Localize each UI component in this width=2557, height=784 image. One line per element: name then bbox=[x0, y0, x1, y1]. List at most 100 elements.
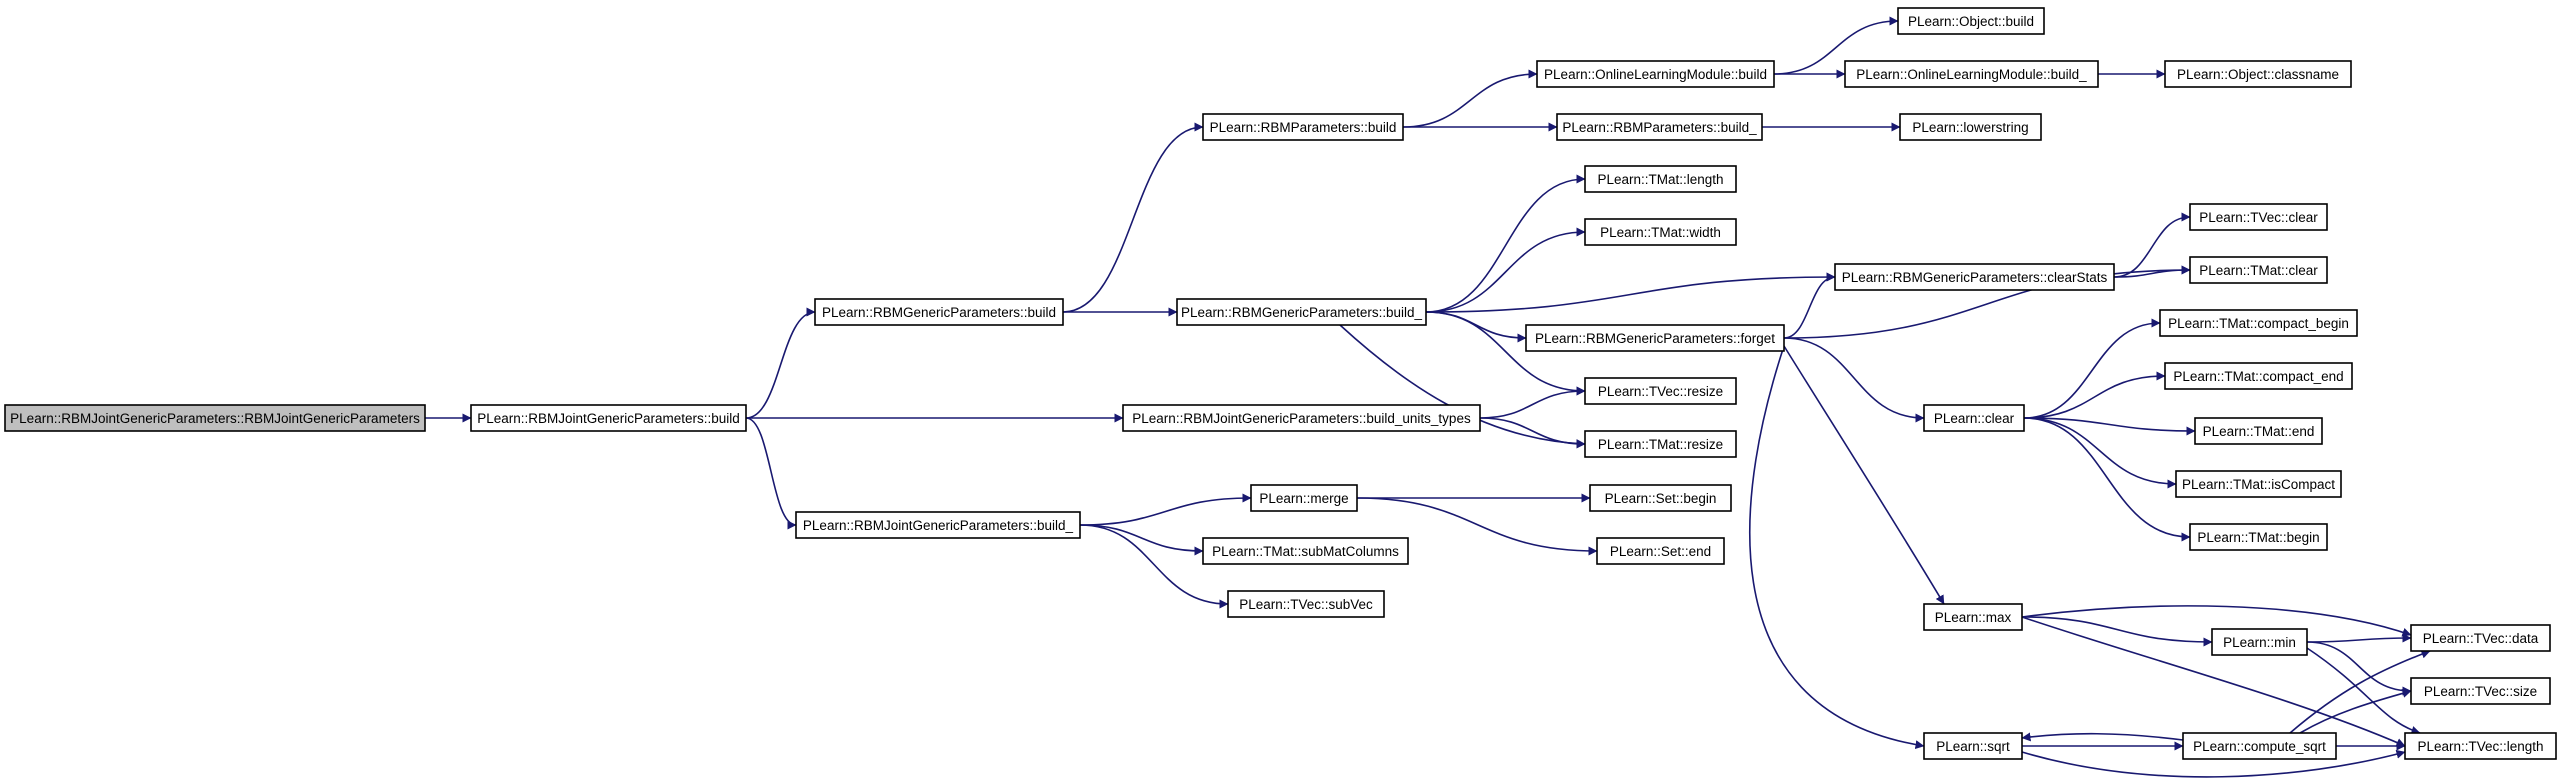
edge-min-to-tvlength bbox=[2306, 647, 2421, 735]
node-sqrt[interactable]: PLearn::sqrt bbox=[1923, 732, 2023, 760]
edge-gbuild_-to-tmlen bbox=[1425, 174, 1586, 313]
node-box bbox=[1536, 60, 1775, 88]
node-setbegin[interactable]: PLearn::Set::begin bbox=[1589, 484, 1732, 512]
node-box bbox=[1923, 732, 2023, 760]
node-box bbox=[1834, 263, 2115, 291]
node-label: PLearn::min bbox=[2223, 635, 2296, 650]
node-box bbox=[2182, 732, 2337, 760]
node-cend[interactable]: PLearn::TMat::compact_end bbox=[2164, 362, 2353, 390]
node-jbuild[interactable]: PLearn::RBMJointGenericParameters::build bbox=[470, 404, 747, 432]
edge-arrow bbox=[745, 307, 816, 419]
node-gbuild[interactable]: PLearn::RBMGenericParameters::build bbox=[814, 298, 1064, 326]
node-label: PLearn::RBMJointGenericParameters::RBMJo… bbox=[10, 411, 420, 426]
node-iscompact[interactable]: PLearn::TMat::isCompact bbox=[2175, 470, 2342, 498]
node-tvdata[interactable]: PLearn::TVec::data bbox=[2410, 624, 2551, 652]
edge-jbuild_-to-subvec bbox=[1079, 524, 1229, 609]
node-box bbox=[1227, 590, 1385, 618]
node-max[interactable]: PLearn::max bbox=[1923, 603, 2023, 631]
node-submat[interactable]: PLearn::TMat::subMatColumns bbox=[1202, 537, 1409, 565]
edge-max-to-tvlength bbox=[2021, 616, 2406, 747]
edge-forget-to-tmclear bbox=[1783, 265, 2191, 339]
node-tvsize[interactable]: PLearn::TVec::size bbox=[2410, 677, 2551, 705]
node-box bbox=[2410, 624, 2551, 652]
node-box bbox=[2175, 470, 2342, 498]
node-root[interactable]: PLearn::RBMJointGenericParameters::RBMJo… bbox=[4, 404, 426, 432]
edge-gbuild_-to-forget bbox=[1425, 311, 1527, 343]
edge-gbuild_-to-tmresize bbox=[1339, 324, 1586, 449]
edge-arrow bbox=[2023, 417, 2196, 436]
edge-arrow bbox=[2021, 605, 2412, 637]
node-box bbox=[1122, 404, 1481, 432]
node-olbuild_[interactable]: PLearn::OnlineLearningModule::build_ bbox=[1844, 60, 2099, 88]
node-tmlen[interactable]: PLearn::TMat::length bbox=[1584, 165, 1737, 193]
node-merge[interactable]: PLearn::merge bbox=[1250, 484, 1358, 512]
node-label: PLearn::RBMGenericParameters::build bbox=[822, 305, 1056, 320]
node-lowerstr[interactable]: PLearn::lowerstring bbox=[1899, 113, 2042, 141]
edge-clear-to-iscompact bbox=[2023, 417, 2177, 489]
node-tmclear[interactable]: PLearn::TMat::clear bbox=[2189, 256, 2328, 284]
node-box bbox=[1556, 113, 1763, 141]
edge-jbuild-to-gbuild bbox=[745, 307, 816, 419]
node-bunits[interactable]: PLearn::RBMJointGenericParameters::build… bbox=[1122, 404, 1481, 432]
node-box bbox=[2189, 523, 2328, 551]
node-tmresize[interactable]: PLearn::TMat::resize bbox=[1584, 430, 1737, 458]
edge-jbuild_-to-submat bbox=[1079, 524, 1204, 556]
node-min[interactable]: PLearn::min bbox=[2211, 628, 2308, 656]
node-box bbox=[1525, 324, 1785, 352]
node-csqrt[interactable]: PLearn::compute_sqrt bbox=[2182, 732, 2337, 760]
node-classname[interactable]: PLearn::Object::classname bbox=[2164, 60, 2352, 88]
node-box bbox=[2159, 309, 2358, 337]
node-label: PLearn::TVec::subVec bbox=[1239, 597, 1373, 612]
node-tvclear[interactable]: PLearn::TVec::clear bbox=[2189, 203, 2328, 231]
node-label: PLearn::Object::classname bbox=[2177, 67, 2339, 82]
node-label: PLearn::TMat::resize bbox=[1598, 437, 1723, 452]
node-label: PLearn::RBMGenericParameters::build_ bbox=[1181, 305, 1422, 320]
node-setend[interactable]: PLearn::Set::end bbox=[1596, 537, 1725, 565]
edge-clear-to-tmbegin bbox=[2023, 417, 2191, 542]
edge-arrow bbox=[1425, 311, 1586, 396]
edge-forget-to-clearstats bbox=[1783, 272, 1836, 339]
node-tmwid[interactable]: PLearn::TMat::width bbox=[1584, 218, 1737, 246]
node-tvresize[interactable]: PLearn::TVec::resize bbox=[1584, 377, 1737, 405]
edge-arrow bbox=[2306, 647, 2421, 735]
node-cbegin[interactable]: PLearn::TMat::compact_begin bbox=[2159, 309, 2358, 337]
node-label: PLearn::TVec::clear bbox=[2199, 210, 2318, 225]
node-box bbox=[795, 511, 1081, 539]
node-gbuild_[interactable]: PLearn::RBMGenericParameters::build_ bbox=[1176, 298, 1427, 326]
node-pbuild[interactable]: PLearn::RBMParameters::build bbox=[1202, 113, 1404, 141]
node-box bbox=[1923, 404, 2025, 432]
node-box bbox=[1899, 113, 2042, 141]
node-box bbox=[1589, 484, 1732, 512]
node-label: PLearn::Set::begin bbox=[1605, 491, 1717, 506]
node-label: PLearn::TMat::begin bbox=[2197, 530, 2319, 545]
node-tvlength[interactable]: PLearn::TVec::length bbox=[2404, 732, 2557, 760]
node-label: PLearn::RBMParameters::build_ bbox=[1562, 120, 1757, 135]
edge-gbuild-to-pbuild bbox=[1062, 122, 1204, 313]
edge-csqrt-to-sqrt bbox=[2021, 732, 2184, 742]
node-label: PLearn::TVec::length bbox=[2417, 739, 2543, 754]
node-tmend[interactable]: PLearn::TMat::end bbox=[2194, 417, 2323, 445]
node-box bbox=[470, 404, 747, 432]
node-pbuild_[interactable]: PLearn::RBMParameters::build_ bbox=[1556, 113, 1763, 141]
edge-forget-to-sqrt bbox=[1748, 345, 1925, 750]
edge-arrow bbox=[1479, 386, 1586, 419]
edge-arrow bbox=[2299, 689, 2412, 734]
node-objbuild[interactable]: PLearn::Object::build bbox=[1897, 7, 2045, 35]
node-label: PLearn::TMat::isCompact bbox=[2182, 477, 2335, 492]
node-box bbox=[2194, 417, 2323, 445]
node-box bbox=[1584, 165, 1737, 193]
node-label: PLearn::TVec::resize bbox=[1598, 384, 1723, 399]
node-label: PLearn::TMat::width bbox=[1600, 225, 1721, 240]
node-label: PLearn::TMat::compact_begin bbox=[2168, 316, 2349, 331]
node-box bbox=[2164, 60, 2352, 88]
edge-clear-to-tmend bbox=[2023, 417, 2196, 436]
node-tmbegin[interactable]: PLearn::TMat::begin bbox=[2189, 523, 2328, 551]
node-forget[interactable]: PLearn::RBMGenericParameters::forget bbox=[1525, 324, 1785, 352]
node-jbuild_[interactable]: PLearn::RBMJointGenericParameters::build… bbox=[795, 511, 1081, 539]
node-clear[interactable]: PLearn::clear bbox=[1923, 404, 2025, 432]
node-clearstats[interactable]: PLearn::RBMGenericParameters::clearStats bbox=[1834, 263, 2115, 291]
node-subvec[interactable]: PLearn::TVec::subVec bbox=[1227, 590, 1385, 618]
node-olbuild[interactable]: PLearn::OnlineLearningModule::build bbox=[1536, 60, 1775, 88]
node-label: PLearn::merge bbox=[1259, 491, 1348, 506]
